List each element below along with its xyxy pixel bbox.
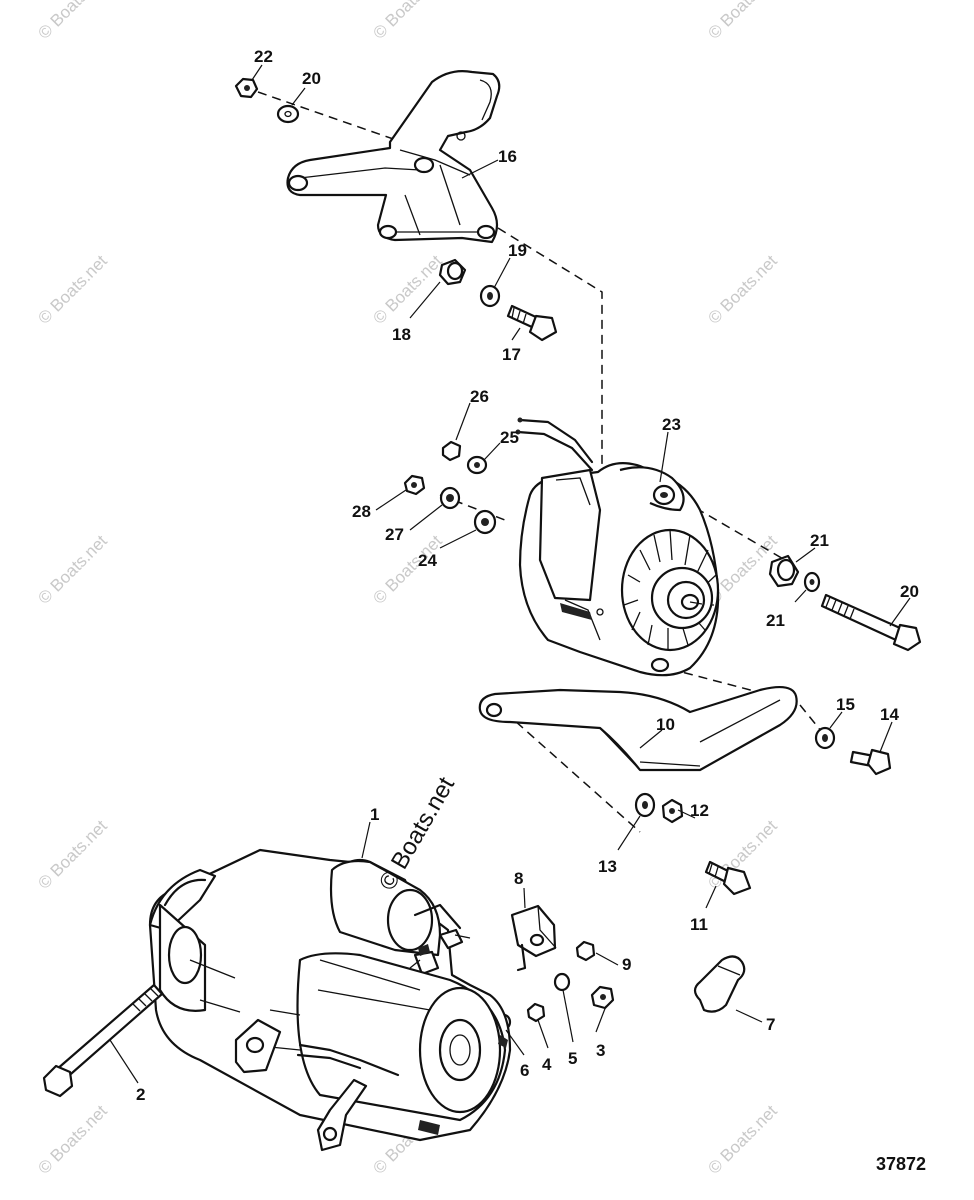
bolt-17 <box>506 304 558 342</box>
center-watermark: © Boats.net <box>374 772 460 895</box>
watermark: © Boats.net <box>34 531 111 608</box>
callout-20: 20 <box>900 582 919 601</box>
callout-16: 16 <box>498 147 517 166</box>
callout-6: 6 <box>520 1061 529 1080</box>
watermark: © Boats.net <box>704 251 781 328</box>
starter-bolt-2 <box>42 983 164 1098</box>
figure-number: 37872 <box>876 1154 926 1174</box>
callout-4: 4 <box>542 1055 552 1074</box>
washer-15 <box>814 726 836 750</box>
watermark: © Boats.net <box>369 0 446 43</box>
callout-1: 1 <box>370 805 379 824</box>
callout-13: 13 <box>598 857 617 876</box>
callout-29: 28 <box>352 502 371 521</box>
callout-10: 10 <box>656 715 675 734</box>
lockwasher-19 <box>479 284 501 308</box>
bolt-14 <box>849 748 892 776</box>
alternator <box>515 417 720 677</box>
spacer-18 <box>438 258 467 286</box>
callout-2: 2 <box>136 1085 145 1104</box>
callout-12: 12 <box>690 801 709 820</box>
terminal-boot-7 <box>693 955 746 1013</box>
callout-22: 21 <box>810 531 829 550</box>
nut-12 <box>661 798 684 824</box>
callout-27: 26 <box>470 387 489 406</box>
callout-15: 15 <box>836 695 855 714</box>
nut-27 <box>441 440 462 462</box>
callout-17: 17 <box>502 345 521 364</box>
watermark: © Boats.net <box>34 1101 111 1178</box>
callout-28: 27 <box>385 525 404 544</box>
washer-21-top <box>276 104 300 124</box>
callout-18: 18 <box>392 325 411 344</box>
callout-5: 5 <box>568 1049 577 1068</box>
leader-lines <box>109 64 911 1084</box>
bolt-11 <box>704 860 752 896</box>
callout-labels: 22 20 16 19 18 17 26 25 23 28 27 24 21 2… <box>136 47 919 1104</box>
washer-25 <box>473 509 497 535</box>
callout-3: 3 <box>596 1041 605 1060</box>
washer-13 <box>634 792 656 818</box>
watermark: © Boats.net <box>34 251 111 328</box>
clip-8 <box>510 904 557 972</box>
watermark: © Boats.net <box>34 0 111 43</box>
callout-25: 24 <box>418 551 437 570</box>
callout-21-right: 21 <box>766 611 785 630</box>
nut-3 <box>590 985 615 1010</box>
watermark: © Boats.net <box>34 816 111 893</box>
alternator-bracket <box>286 70 501 244</box>
nut-4 <box>526 1002 546 1023</box>
starter-motor <box>148 848 512 1152</box>
callout-21: 20 <box>302 69 321 88</box>
spacer-22 <box>768 554 800 588</box>
nut-28 <box>439 486 461 510</box>
callout-8: 8 <box>514 869 523 888</box>
callout-14: 14 <box>880 705 899 724</box>
watermark: © Boats.net <box>369 251 446 328</box>
lockwasher-5 <box>553 972 571 992</box>
washer-21 <box>803 571 821 593</box>
nut-9 <box>575 940 596 962</box>
callout-24: 23 <box>662 415 681 434</box>
callout-11: 11 <box>690 915 708 934</box>
callout-9: 9 <box>622 955 631 974</box>
nut-23 <box>234 77 259 99</box>
adjusting-brace <box>478 685 798 772</box>
washer-26 <box>466 455 488 475</box>
watermark: © Boats.net <box>704 1101 781 1178</box>
callout-7: 7 <box>766 1015 775 1034</box>
callout-26: 25 <box>500 428 519 447</box>
bolt-20 <box>820 593 922 652</box>
callout-19: 19 <box>508 241 527 260</box>
nut-29 <box>403 474 426 496</box>
watermark: © Boats.net <box>704 0 781 43</box>
callout-23: 22 <box>254 47 273 66</box>
